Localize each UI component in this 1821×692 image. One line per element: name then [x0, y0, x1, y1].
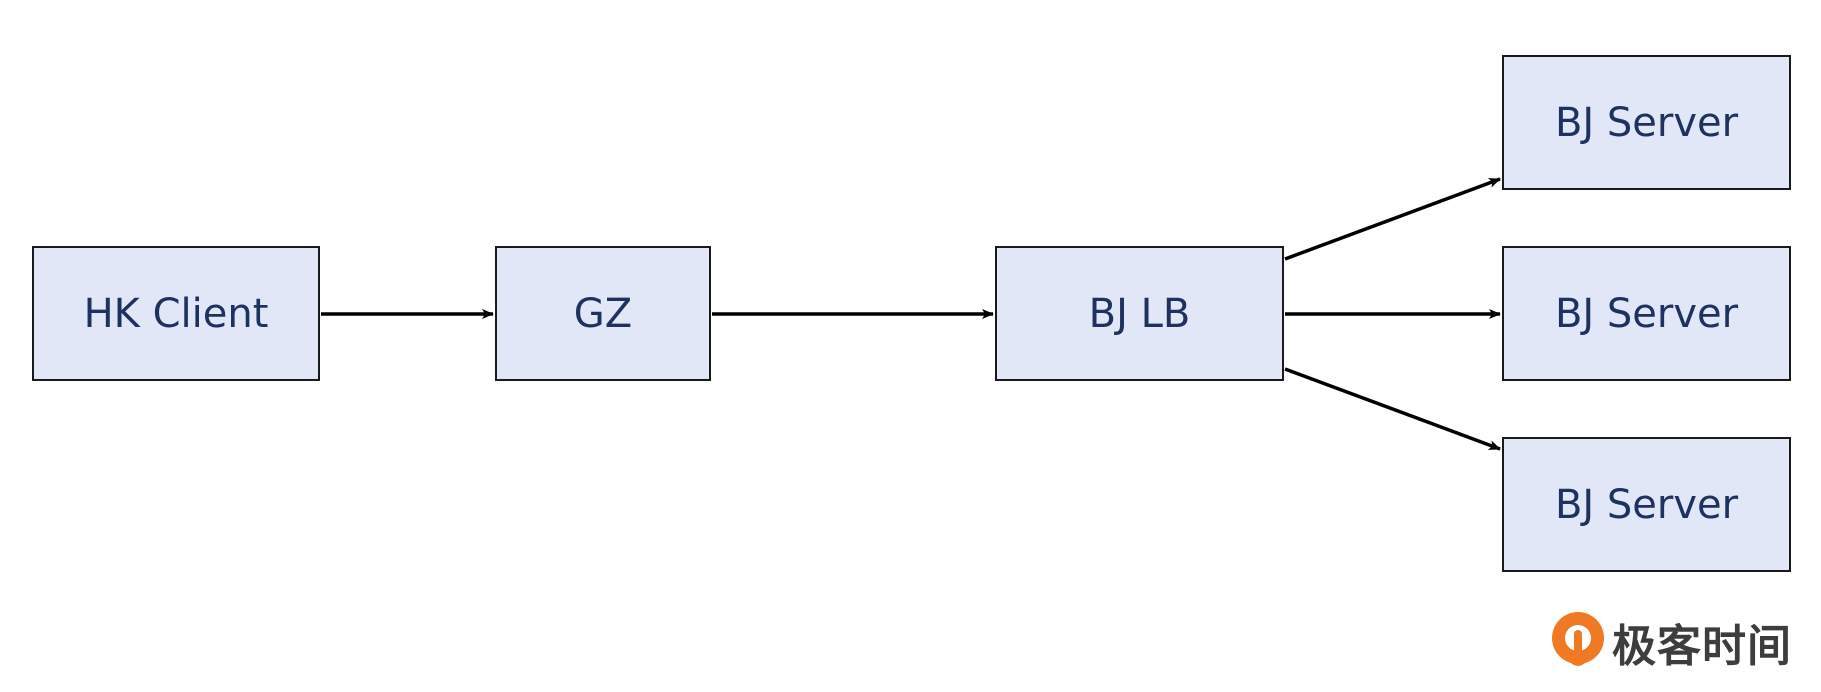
edge-lb-to-server-top [1284, 177, 1501, 261]
geektime-logo-icon [1552, 612, 1604, 666]
node-label: BJ Server [1554, 290, 1739, 337]
node-label: GZ [573, 290, 633, 337]
node-label: BJ LB [1088, 290, 1191, 337]
watermark-logo: 极客时间 [1550, 610, 1800, 674]
edge-lb-to-server-bottom [1284, 367, 1501, 451]
node-bj-server-top: BJ Server [1502, 55, 1791, 190]
node-label: HK Client [83, 290, 269, 337]
node-label: BJ Server [1554, 481, 1739, 528]
node-gz: GZ [495, 246, 711, 381]
node-bj-lb: BJ LB [995, 246, 1284, 381]
watermark-text: 极客时间 [1612, 621, 1792, 672]
node-bj-server-bottom: BJ Server [1502, 437, 1791, 572]
node-hk-client: HK Client [32, 246, 320, 381]
node-label: BJ Server [1554, 99, 1739, 146]
node-bj-server-middle: BJ Server [1502, 246, 1791, 381]
